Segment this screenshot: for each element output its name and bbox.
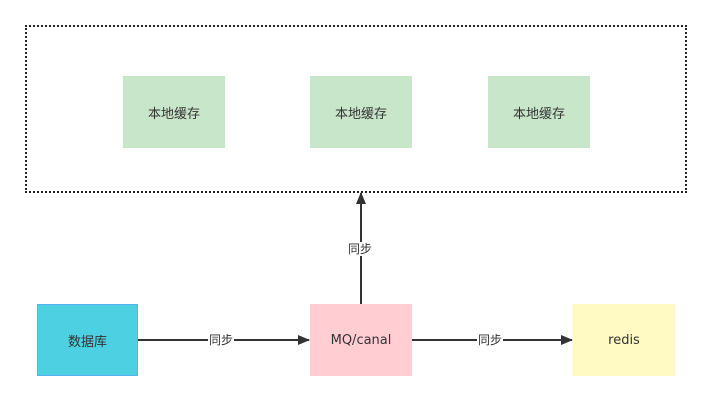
local-cache-node-1[interactable]: 本地缓存 [123,76,225,148]
mq-canal-node[interactable]: MQ/canal [310,304,412,376]
mq-canal-label: MQ/canal [330,332,392,348]
local-cache-label: 本地缓存 [334,106,387,122]
edge-label-mq-cache: 同步 [347,242,374,256]
redis-node[interactable]: redis [573,304,675,376]
redis-label: redis [608,332,640,348]
edge-label-mq-redis: 同步 [477,333,504,347]
local-cache-node-2[interactable]: 本地缓存 [310,76,412,148]
database-node[interactable]: 数据库 [37,304,138,376]
local-cache-label: 本地缓存 [147,106,200,122]
local-cache-node-3[interactable]: 本地缓存 [488,76,590,148]
edge-label-database-mq: 同步 [208,333,235,347]
database-label: 数据库 [67,334,107,350]
local-cache-label: 本地缓存 [512,106,565,122]
